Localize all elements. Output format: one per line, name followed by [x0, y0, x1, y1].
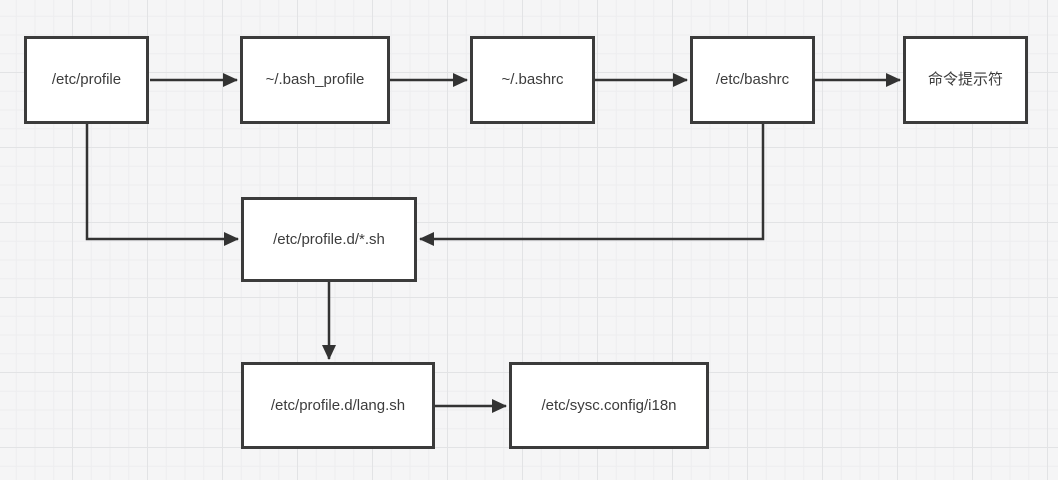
node-profile-d-sh[interactable]: /etc/profile.d/*.sh: [241, 197, 417, 282]
node-bash-profile-label: ~/.bash_profile: [265, 71, 365, 88]
node-lang-sh[interactable]: /etc/profile.d/lang.sh: [241, 362, 435, 449]
node-bashrc[interactable]: ~/.bashrc: [470, 36, 595, 124]
edge-etc-profile-to-profile-d[interactable]: [85, 124, 239, 246]
node-i18n[interactable]: /etc/sysc.config/i18n: [509, 362, 709, 449]
node-command-prompt-label: 命令提示符: [927, 71, 1003, 88]
edge-etc-bashrc-to-profile-d[interactable]: [419, 124, 765, 246]
node-etc-bashrc-label: /etc/bashrc: [715, 71, 790, 88]
node-bashrc-label: ~/.bashrc: [501, 71, 564, 88]
node-profile-d-sh-label: /etc/profile.d/*.sh: [273, 230, 385, 248]
node-command-prompt[interactable]: 命令提示符: [903, 36, 1028, 124]
node-etc-bashrc[interactable]: /etc/bashrc: [690, 36, 815, 124]
node-i18n-label: /etc/sysc.config/i18n: [541, 396, 677, 414]
node-lang-sh-label: /etc/profile.d/lang.sh: [270, 396, 406, 414]
node-etc-profile[interactable]: /etc/profile: [24, 36, 149, 124]
node-etc-profile-label: /etc/profile: [51, 71, 122, 88]
node-bash-profile[interactable]: ~/.bash_profile: [240, 36, 390, 124]
